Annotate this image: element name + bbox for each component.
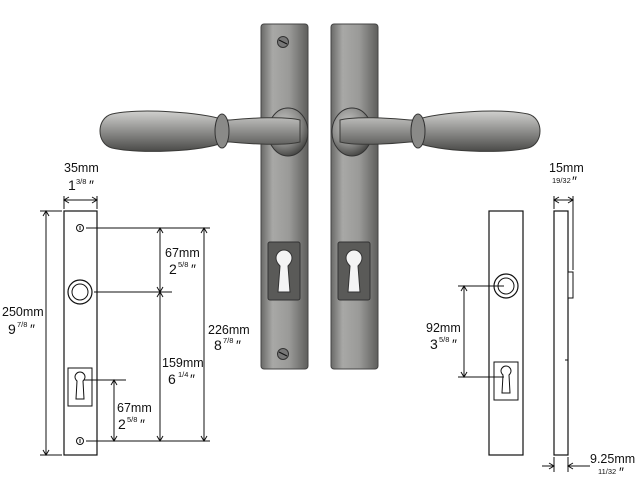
spindle-to-bottom-in-whole: 6 [168,371,176,387]
right-handle-photo [330,23,541,370]
cylinder-to-bottom-in-whole: 2 [118,416,126,432]
spindle-to-cylinder-mm: 92mm [426,321,461,335]
rear-plate-outline [488,210,524,456]
right-lever [339,110,541,152]
plate-height-label: 250mm 9 7/8 ″ [2,305,44,337]
right-cylinder-hole-icon [345,249,363,293]
cylinder-profile-icon [74,371,86,400]
plate-width-label: 35mm 1 3/8 ″ [64,161,99,193]
plate-thickness-mm: 9.25mm [590,452,635,466]
top-to-spindle-in-frac: 5/8 [178,260,188,269]
left-cylinder-hole-icon [275,249,293,293]
cylinder-to-bottom-mm: 67mm [117,401,152,415]
plate-width-in-whole: 1 [68,177,76,193]
top-to-spindle-in-whole: 2 [169,261,177,277]
plate-thickness-in-mark: ″ [619,464,624,480]
cylinder-to-bottom-in-frac: 5/8 [127,415,137,424]
left-lever [99,110,301,152]
side-spindle-boss [567,271,574,299]
spindle-to-bottom-label: 159mm 6 1/4 ″ [162,356,204,387]
plate-depth-in-frac: 19/32 [552,176,571,185]
top-to-spindle-in-mark: ″ [191,261,196,277]
cylinder-to-bottom-in-mark: ″ [140,416,145,432]
fixing-centres-in-frac: 7/8 [223,336,233,345]
left-lever-collar [214,113,230,149]
plate-height-in-mark: ″ [30,321,35,337]
top-to-spindle-label: 67mm 2 5/8 ″ [165,246,200,277]
right-backplate [330,23,379,370]
plate-height-in-whole: 9 [8,321,16,337]
left-handle-photo [99,23,309,370]
left-backplate [260,23,309,370]
rear-cylinder-profile-icon [500,365,512,394]
spindle-to-cylinder-in-frac: 5/8 [439,335,449,344]
plate-depth-mm: 15mm [549,161,584,175]
plate-thickness-label: 9.25mm 11/32 ″ [590,452,635,480]
fixing-centres-mm: 226mm [208,323,250,337]
plate-depth-in-mark: ″ [572,173,577,189]
plate-outline [63,210,98,456]
plate-thickness-in-frac: 11/32 [598,467,616,476]
rear-elevation-drawing [458,210,524,456]
spindle-to-bottom-mm: 159mm [162,356,204,370]
fixing-centres-in-mark: ″ [236,337,241,353]
plate-depth-label: 15mm 19/32 ″ [549,161,584,189]
side-plate-outline [553,210,569,456]
spindle-to-cylinder-in-mark: ″ [452,336,457,352]
fixing-centres-label: 226mm 8 7/8 ″ [208,323,250,353]
plate-height-in-frac: 7/8 [17,320,27,329]
front-elevation-drawing [40,196,210,456]
spindle-to-bottom-in-mark: ″ [190,371,195,387]
plate-width-in-frac: 3/8 [76,177,86,186]
side-elevation-drawing [542,196,590,472]
right-lever-collar [410,113,426,149]
spindle-to-bottom-in-frac: 1/4 [178,370,188,379]
top-to-spindle-mm: 67mm [165,246,200,260]
cylinder-to-bottom-label: 67mm 2 5/8 ″ [117,401,152,432]
plate-width-mm: 35mm [64,161,99,175]
spindle-to-cylinder-label: 92mm 3 5/8 ″ [426,321,461,352]
fixing-centres-in-whole: 8 [214,337,222,353]
plate-width-in-mark: ″ [89,177,94,193]
plate-height-mm: 250mm [2,305,44,319]
spindle-to-cylinder-in-whole: 3 [430,336,438,352]
